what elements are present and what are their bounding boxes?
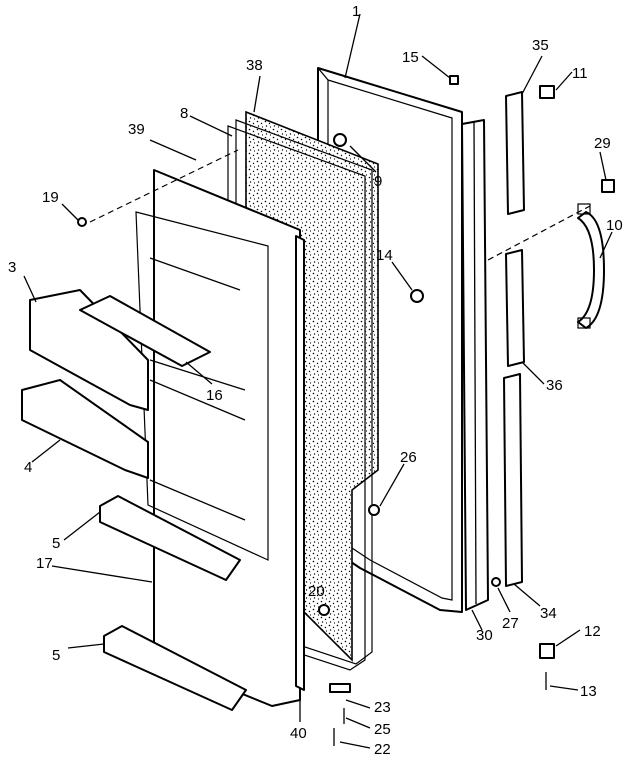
callout-34: 34: [540, 605, 557, 622]
door-shelves: [99, 495, 247, 711]
inner-door-liner: [135, 169, 301, 707]
trim-strip: [295, 235, 305, 691]
callout-3: 3: [8, 259, 16, 276]
callout-17: 17: [36, 555, 53, 572]
handle-channel: [461, 119, 489, 611]
callout-22: 22: [374, 741, 391, 758]
dispenser-tray: [79, 295, 211, 367]
callout-39: 39: [128, 121, 145, 138]
callout-8: 8: [180, 105, 188, 122]
callout-4: 4: [24, 459, 32, 476]
callout-26: 26: [400, 449, 417, 466]
handle-trim-pieces: [503, 91, 525, 587]
callout-16: 16: [206, 387, 223, 404]
alignment-line: [89, 149, 239, 223]
callout-10: 10: [606, 217, 623, 234]
door-bins: [21, 289, 149, 479]
leader-lines: [23, 13, 613, 749]
callout-15: 15: [402, 49, 419, 66]
callout-5: 5: [52, 535, 60, 552]
alignment-line: [487, 205, 591, 261]
callout-27: 27: [502, 615, 519, 632]
callout-1: 1: [352, 3, 360, 20]
callout-35: 35: [532, 37, 549, 54]
callout-14: 14: [376, 247, 393, 264]
callout-29: 29: [594, 135, 611, 152]
callout-13: 13: [580, 683, 597, 700]
callout-20: 20: [308, 583, 325, 600]
callout-11: 11: [572, 65, 588, 82]
callout-30: 30: [476, 627, 493, 644]
callout-25: 25: [374, 721, 391, 738]
callout-36: 36: [546, 377, 563, 394]
callout-19: 19: [42, 189, 59, 206]
callout-12: 12: [584, 623, 601, 640]
callout-40: 40: [290, 725, 307, 742]
door-handle: [577, 203, 605, 329]
hardware-parts: [77, 75, 615, 746]
callout-38: 38: [246, 57, 263, 74]
callout-5: 5: [52, 647, 60, 664]
callout-9: 9: [374, 173, 382, 190]
callout-23: 23: [374, 699, 391, 716]
